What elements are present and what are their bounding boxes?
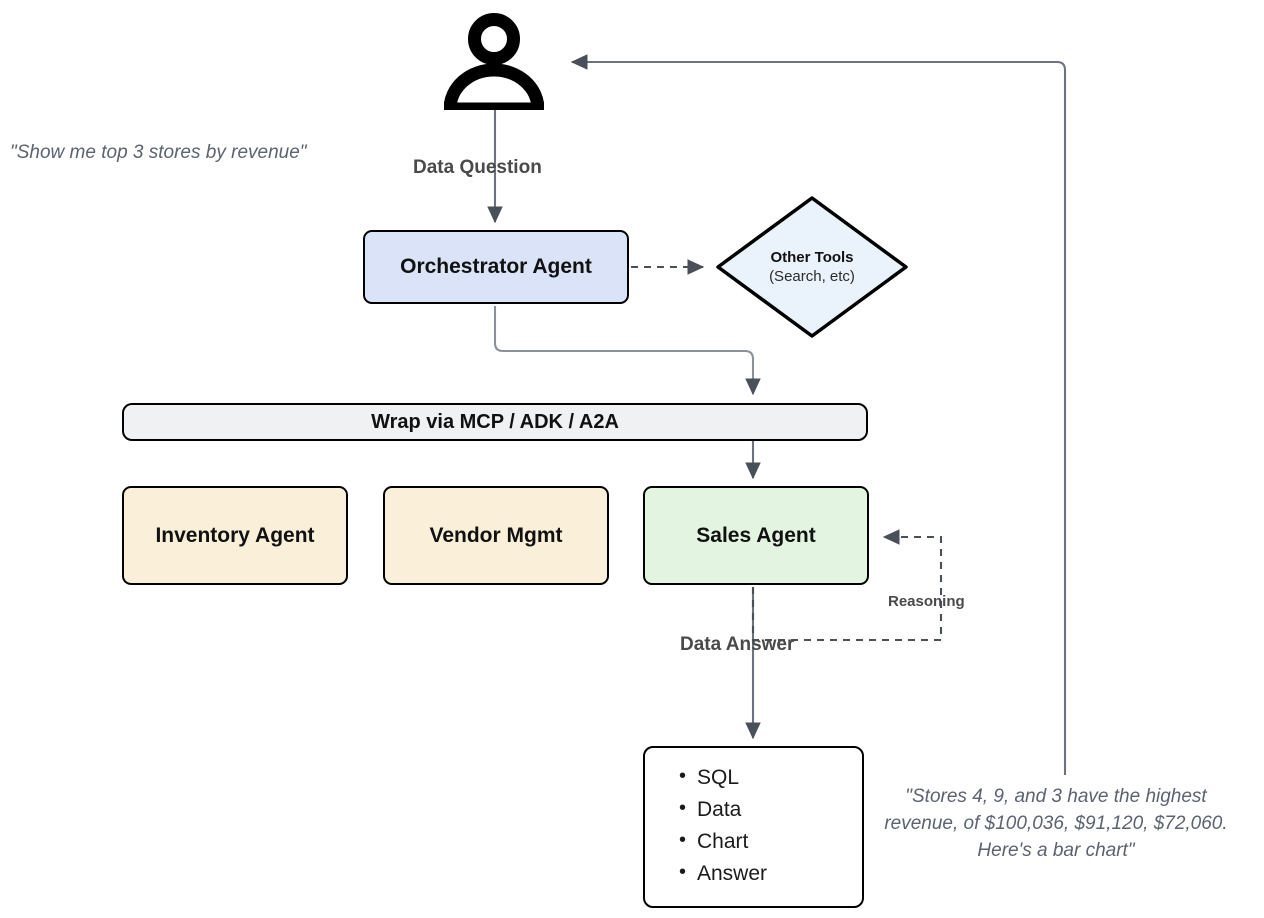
list-item: SQL [679, 761, 862, 794]
person-icon [443, 12, 545, 116]
node-other-tools[interactable]: Other Tools (Search, etc) [712, 192, 912, 342]
answer-quote-line-2: revenue, of $100,036, $91,120, $72,060. [884, 812, 1228, 834]
node-other-tools-title: Other Tools [770, 248, 854, 266]
node-orchestrator-agent[interactable]: Orchestrator Agent [363, 230, 629, 304]
node-wrap-label: Wrap via MCP / ADK / A2A [371, 411, 619, 433]
edge-label-data-question: Data Question [413, 157, 542, 178]
node-inventory-agent[interactable]: Inventory Agent [122, 486, 348, 585]
output-artifact-list: SQL Data Chart Answer [645, 761, 862, 890]
node-other-tools-text: Other Tools (Search, etc) [712, 192, 912, 342]
user-question-quote: "Show me top 3 stores by revenue" [10, 142, 307, 163]
node-sales-agent[interactable]: Sales Agent [643, 486, 869, 585]
answer-quote: "Stores 4, 9, and 3 have the highest rev… [866, 784, 1246, 865]
node-wrap-via-mcp-adk-a2a[interactable]: Wrap via MCP / ADK / A2A [122, 403, 868, 441]
answer-quote-line-1: "Stores 4, 9, and 3 have the highest [905, 786, 1207, 807]
node-vendor-mgmt-label: Vendor Mgmt [429, 523, 563, 547]
list-item: Chart [679, 825, 862, 858]
list-item: Answer [679, 857, 862, 890]
node-sales-agent-label: Sales Agent [696, 523, 816, 547]
node-other-tools-subtitle: (Search, etc) [769, 268, 855, 285]
edge-label-reasoning: Reasoning [888, 593, 965, 610]
list-item: Data [679, 793, 862, 826]
node-output-artifacts[interactable]: SQL Data Chart Answer [643, 746, 864, 908]
answer-quote-line-3: Here's a bar chart" [977, 839, 1135, 861]
node-inventory-agent-label: Inventory Agent [155, 523, 315, 547]
node-vendor-mgmt[interactable]: Vendor Mgmt [383, 486, 609, 585]
node-orchestrator-agent-label: Orchestrator Agent [400, 255, 592, 279]
edge-label-data-answer: Data Answer [680, 634, 795, 655]
